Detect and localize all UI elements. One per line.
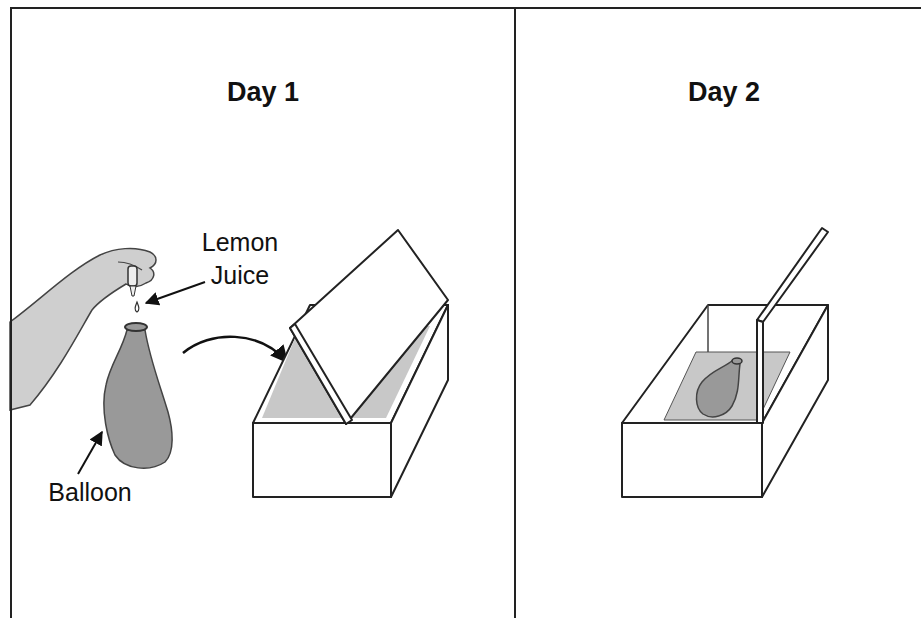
panel: Day 2 <box>514 7 921 618</box>
open-box <box>253 230 448 497</box>
deflated-balloon <box>696 358 742 417</box>
balloon <box>104 323 172 468</box>
open-box <box>622 228 828 497</box>
liquid-label: Lemon Juice <box>190 226 290 292</box>
dropper <box>128 266 137 296</box>
leader-line <box>78 432 102 474</box>
juice-drop <box>135 302 139 312</box>
curved-arrow <box>183 337 287 362</box>
panel-heading: Day 2 <box>516 77 921 108</box>
part-label: Balloon <box>30 476 150 509</box>
panel: Day 1 <box>10 7 516 618</box>
panel-heading: Day 1 <box>12 77 514 108</box>
leader-line <box>146 282 205 303</box>
